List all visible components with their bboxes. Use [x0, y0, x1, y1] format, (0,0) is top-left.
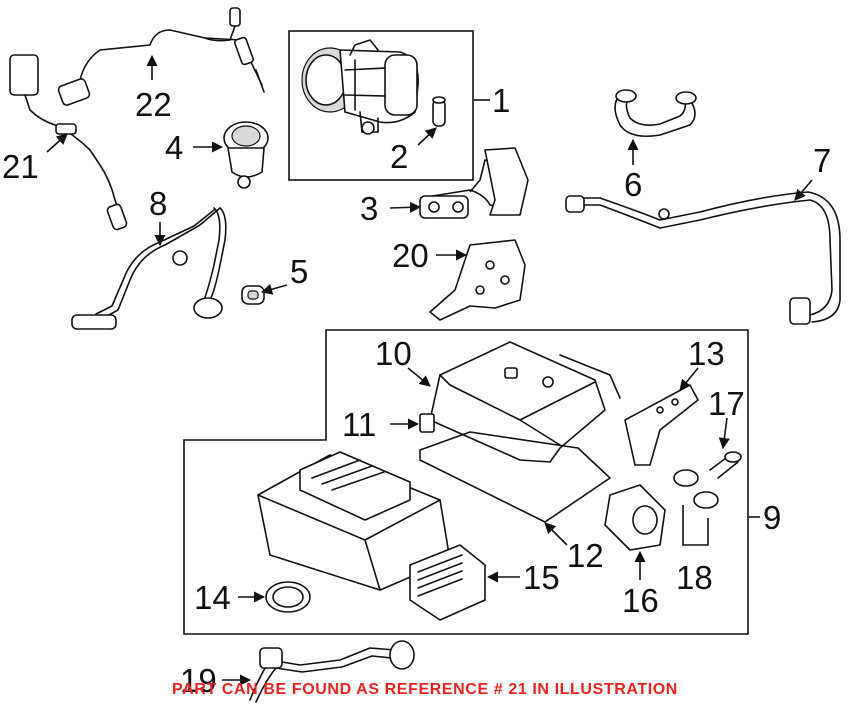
callout-10: 10 [375, 335, 412, 372]
pipe-part-19[interactable] [249, 640, 415, 703]
callout-3: 3 [360, 190, 378, 227]
callout-18: 18 [676, 559, 713, 596]
callout-2: 2 [390, 138, 408, 175]
valve-part-4[interactable] [223, 121, 269, 189]
hose-part-17[interactable] [709, 451, 742, 479]
callout-5: 5 [290, 253, 308, 290]
pipe-part-7[interactable] [565, 191, 841, 325]
oxygen-sensor-21[interactable] [9, 54, 128, 231]
filter-part-15[interactable] [409, 544, 486, 621]
bracket-part-3[interactable] [419, 147, 529, 219]
callout-8: 8 [149, 185, 167, 222]
callout-22: 22 [135, 86, 172, 123]
callout-15: 15 [523, 559, 560, 596]
pump-inset-box [288, 30, 474, 181]
callout-4: 4 [165, 129, 183, 166]
hose-part-6[interactable] [614, 89, 697, 138]
callout-7: 7 [813, 142, 831, 179]
filter-assembly-box [183, 329, 749, 635]
gasket-part-5[interactable] [241, 285, 265, 305]
sensor-harness-22[interactable] [57, 7, 265, 106]
pin-part[interactable] [432, 96, 446, 127]
housing-cover-part-10[interactable] [429, 341, 621, 463]
ring-part-14[interactable] [265, 581, 311, 613]
callout-14: 14 [194, 579, 231, 616]
callout-12: 12 [567, 537, 604, 574]
callout-17: 17 [708, 385, 745, 422]
sensor-part-16[interactable] [604, 484, 666, 551]
air-pump-part[interactable] [301, 39, 419, 135]
seal-part-12[interactable] [419, 431, 611, 523]
clamps-part-18[interactable] [673, 469, 719, 546]
pipe-part-8[interactable] [71, 207, 227, 330]
callout-1: 1 [492, 82, 510, 119]
bracket-part-20[interactable] [429, 239, 526, 321]
clip-part-11[interactable] [419, 413, 435, 433]
callout-16: 16 [622, 582, 659, 619]
callout-20: 20 [392, 237, 429, 274]
callout-21: 21 [2, 148, 39, 185]
callout-19: 19 [180, 662, 217, 699]
callout-11: 11 [342, 406, 376, 443]
callout-6: 6 [624, 166, 642, 203]
reference-note: PART CAN BE FOUND AS REFERENCE # 21 IN I… [172, 681, 678, 698]
bracket-part-13[interactable] [624, 384, 699, 466]
callout-13: 13 [688, 335, 725, 372]
callout-9: 9 [763, 499, 781, 536]
